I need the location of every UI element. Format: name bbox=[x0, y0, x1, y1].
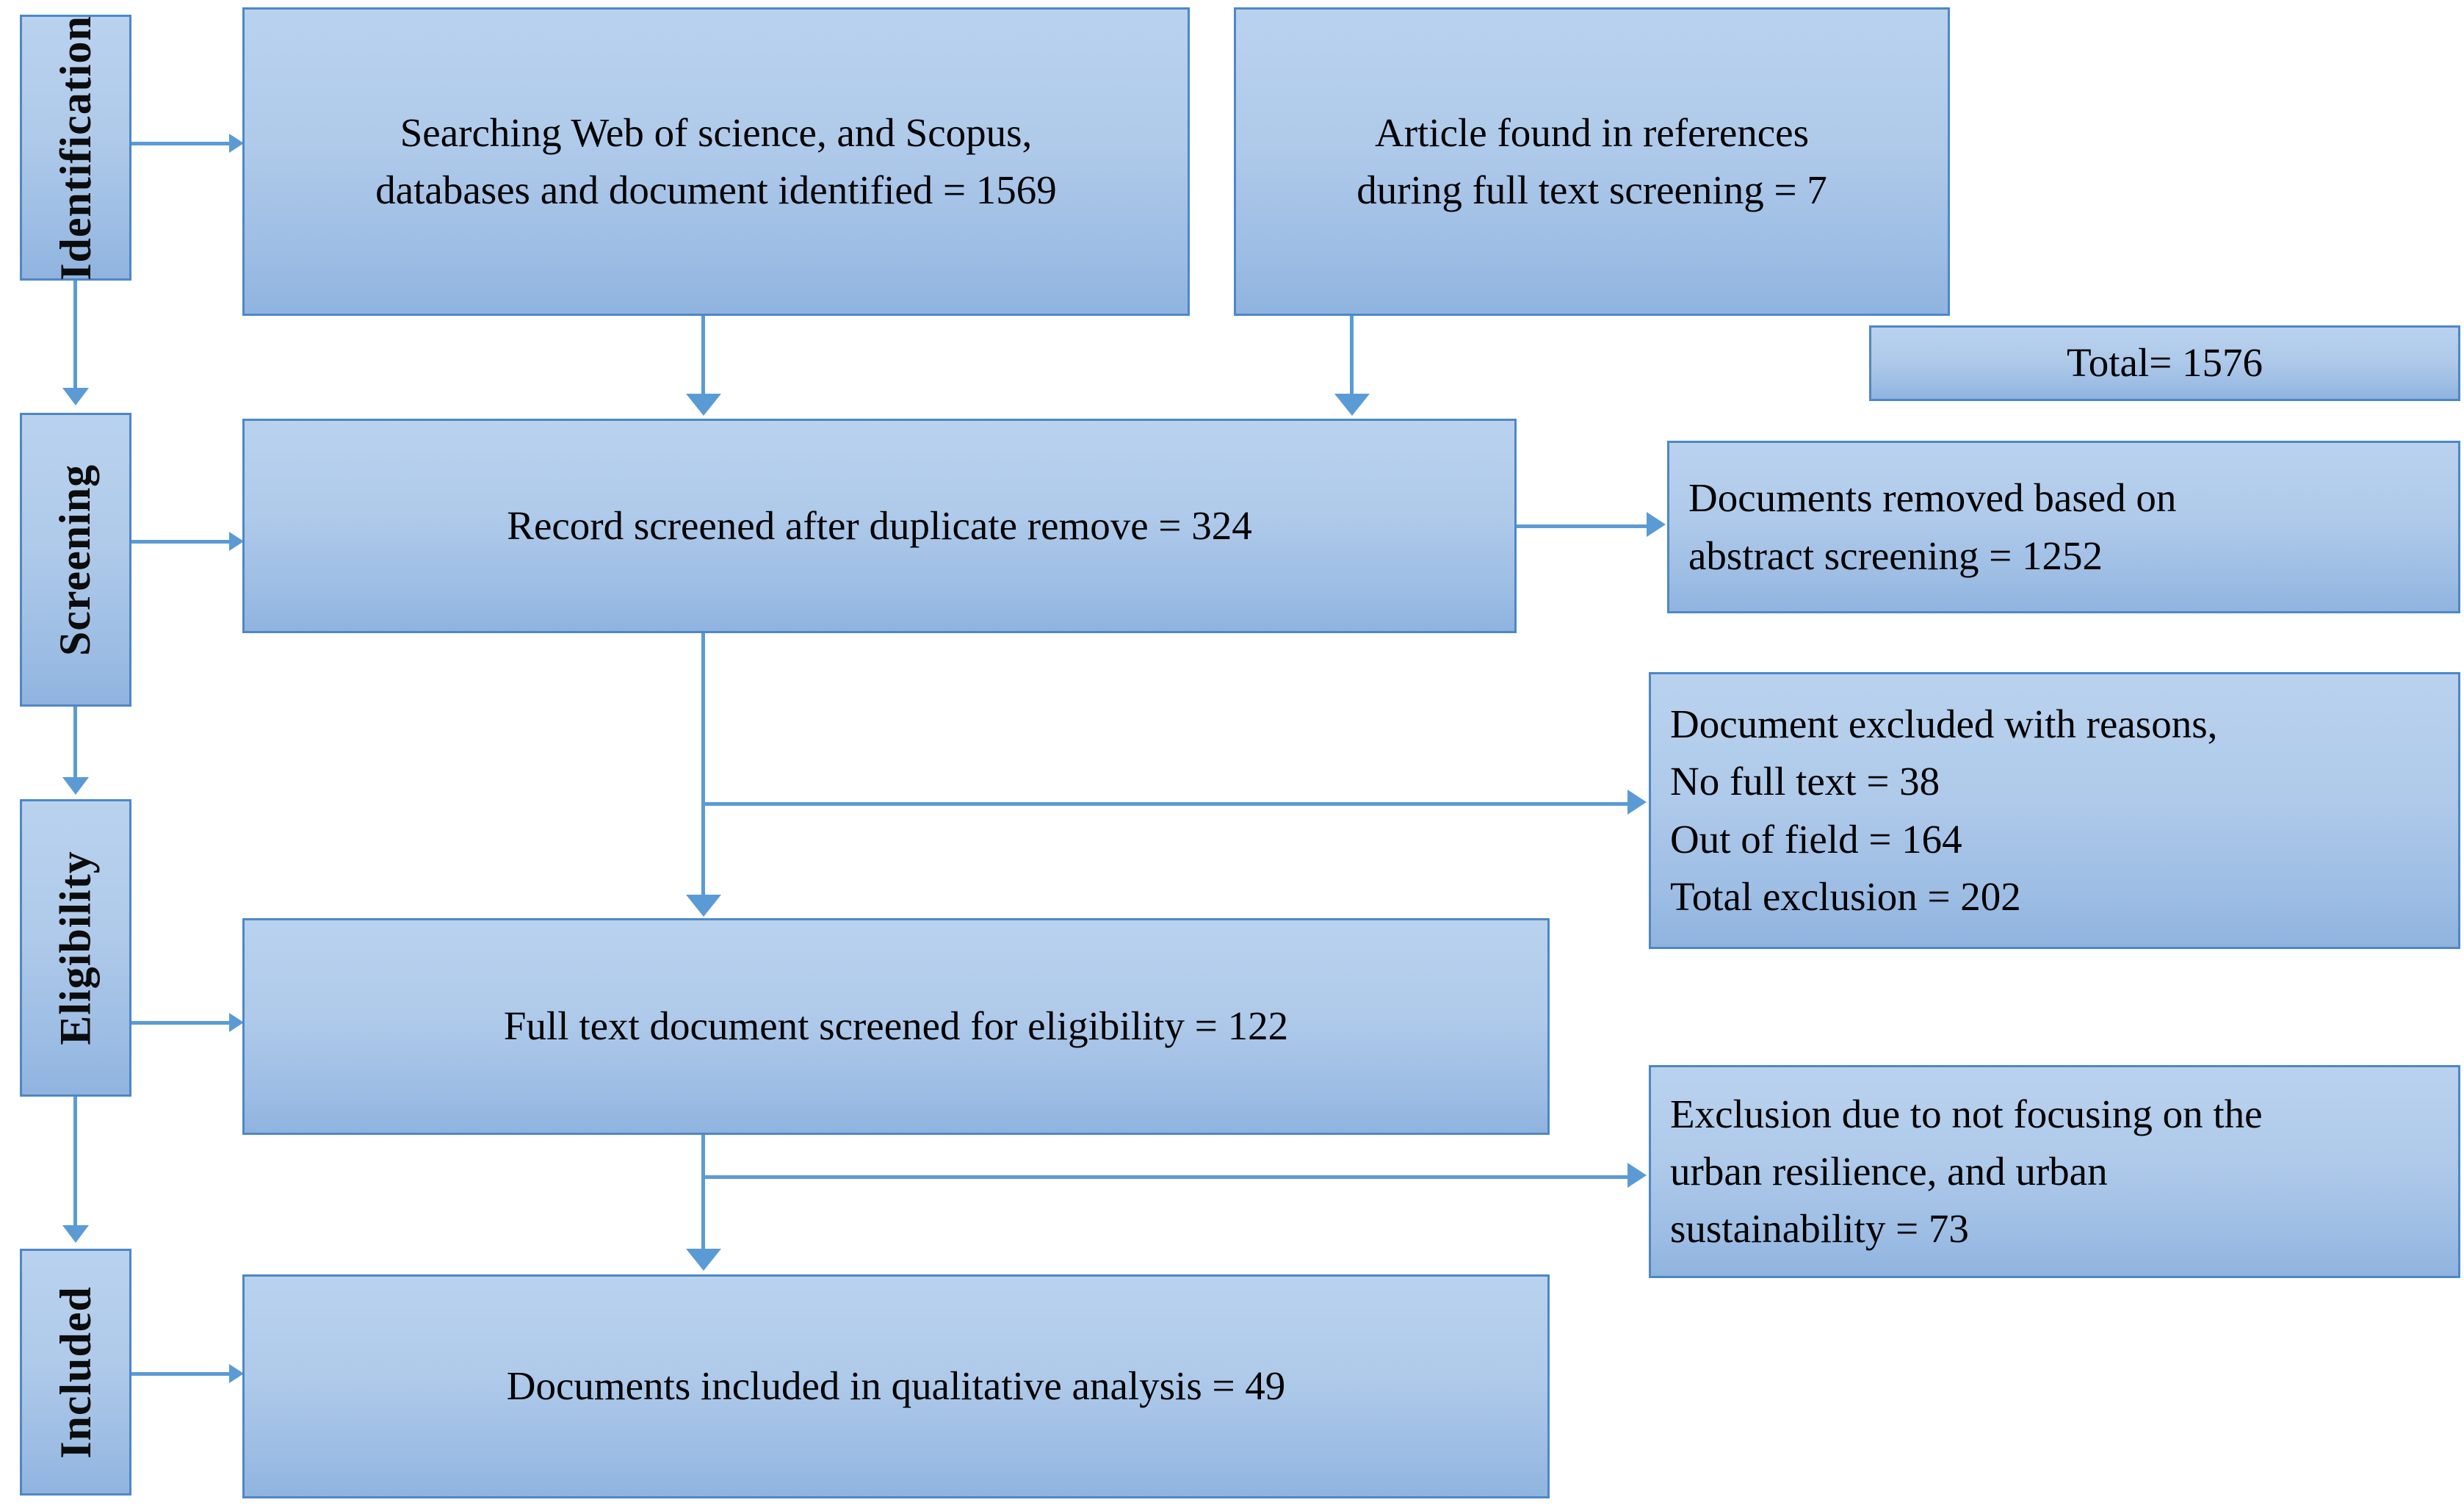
stage-box-eligibility: Eligibility bbox=[20, 799, 131, 1097]
node-fulltext-screened: Full text document screened for eligibil… bbox=[242, 918, 1550, 1135]
connector-screened-to-removed bbox=[1517, 524, 1649, 528]
arrowhead-screening-to-screened bbox=[229, 532, 244, 551]
node-records-screened: Record screened after duplicate remove =… bbox=[242, 419, 1517, 633]
node-references-found-text: Article found in references during full … bbox=[1356, 109, 1827, 212]
arrowhead-included-to-includeddocs bbox=[229, 1364, 244, 1383]
node-references-found: Article found in references during full … bbox=[1234, 7, 1950, 316]
arrowhead-branch-to-excluded-reasons bbox=[1627, 790, 1647, 815]
node-total-records-text: Total= 1576 bbox=[2067, 340, 2263, 386]
arrowhead-databases-to-screened bbox=[686, 394, 721, 416]
arrowhead-eligibility-to-included bbox=[62, 1225, 89, 1243]
node-databases-search-text: Searching Web of science, and Scopus, da… bbox=[375, 109, 1057, 212]
stage-label-eligibility: Eligibility bbox=[51, 851, 100, 1045]
arrowhead-identification-to-databases bbox=[229, 134, 244, 153]
arrowhead-eligibility-to-fulltext bbox=[229, 1013, 244, 1032]
node-removed-abstract: Documents removed based on abstract scre… bbox=[1667, 441, 2460, 613]
connector-screening-to-screened bbox=[131, 540, 234, 544]
connector-references-to-screened bbox=[1350, 316, 1354, 397]
node-fulltext-screened-text: Full text document screened for eligibil… bbox=[503, 1003, 1289, 1049]
connector-screening-to-eligibility bbox=[73, 707, 77, 780]
arrowhead-references-to-screened bbox=[1334, 394, 1370, 416]
node-excluded-not-focusing-text: Exclusion due to not focusing on the urb… bbox=[1670, 1091, 2263, 1252]
stage-label-screening: Screening bbox=[51, 463, 100, 656]
stage-label-identification: Identification bbox=[51, 15, 100, 281]
node-records-screened-text: Record screened after duplicate remove =… bbox=[507, 502, 1252, 548]
node-total-records: Total= 1576 bbox=[1869, 325, 2460, 401]
connector-branch-to-excluded-reasons bbox=[701, 802, 1630, 806]
node-included-qualitative-text: Documents included in qualitative analys… bbox=[506, 1363, 1286, 1409]
arrowhead-screened-to-fulltext bbox=[686, 895, 721, 917]
connector-fulltext-to-included bbox=[701, 1135, 705, 1252]
connector-eligibility-to-included bbox=[73, 1097, 77, 1229]
arrowhead-screened-to-removed bbox=[1647, 512, 1666, 537]
arrowhead-fulltext-to-included bbox=[686, 1249, 721, 1271]
stage-box-screening: Screening bbox=[20, 413, 131, 707]
node-excluded-not-focusing: Exclusion due to not focusing on the urb… bbox=[1649, 1065, 2460, 1278]
arrowhead-identification-to-screening bbox=[62, 388, 89, 405]
stage-box-included: Included bbox=[20, 1249, 131, 1496]
connector-identification-to-databases bbox=[131, 142, 234, 145]
arrowhead-screening-to-eligibility bbox=[62, 777, 89, 795]
connector-identification-to-screening bbox=[73, 281, 77, 389]
connector-screened-to-fulltext bbox=[701, 633, 705, 898]
arrowhead-branch-to-excluded-focus bbox=[1627, 1163, 1647, 1188]
connector-databases-to-screened bbox=[701, 316, 705, 397]
stage-box-identification: Identification bbox=[20, 15, 131, 281]
node-included-qualitative: Documents included in qualitative analys… bbox=[242, 1274, 1550, 1498]
node-excluded-with-reasons: Document excluded with reasons, No full … bbox=[1649, 672, 2460, 949]
stage-label-included: Included bbox=[51, 1285, 100, 1459]
connector-branch-to-excluded-focus bbox=[701, 1175, 1630, 1179]
node-removed-abstract-text: Documents removed based on abstract scre… bbox=[1688, 475, 2177, 578]
node-excluded-with-reasons-text: Document excluded with reasons, No full … bbox=[1670, 701, 2218, 919]
node-databases-search: Searching Web of science, and Scopus, da… bbox=[242, 7, 1190, 316]
connector-eligibility-to-fulltext bbox=[131, 1021, 234, 1025]
connector-included-to-includeddocs bbox=[131, 1372, 234, 1376]
